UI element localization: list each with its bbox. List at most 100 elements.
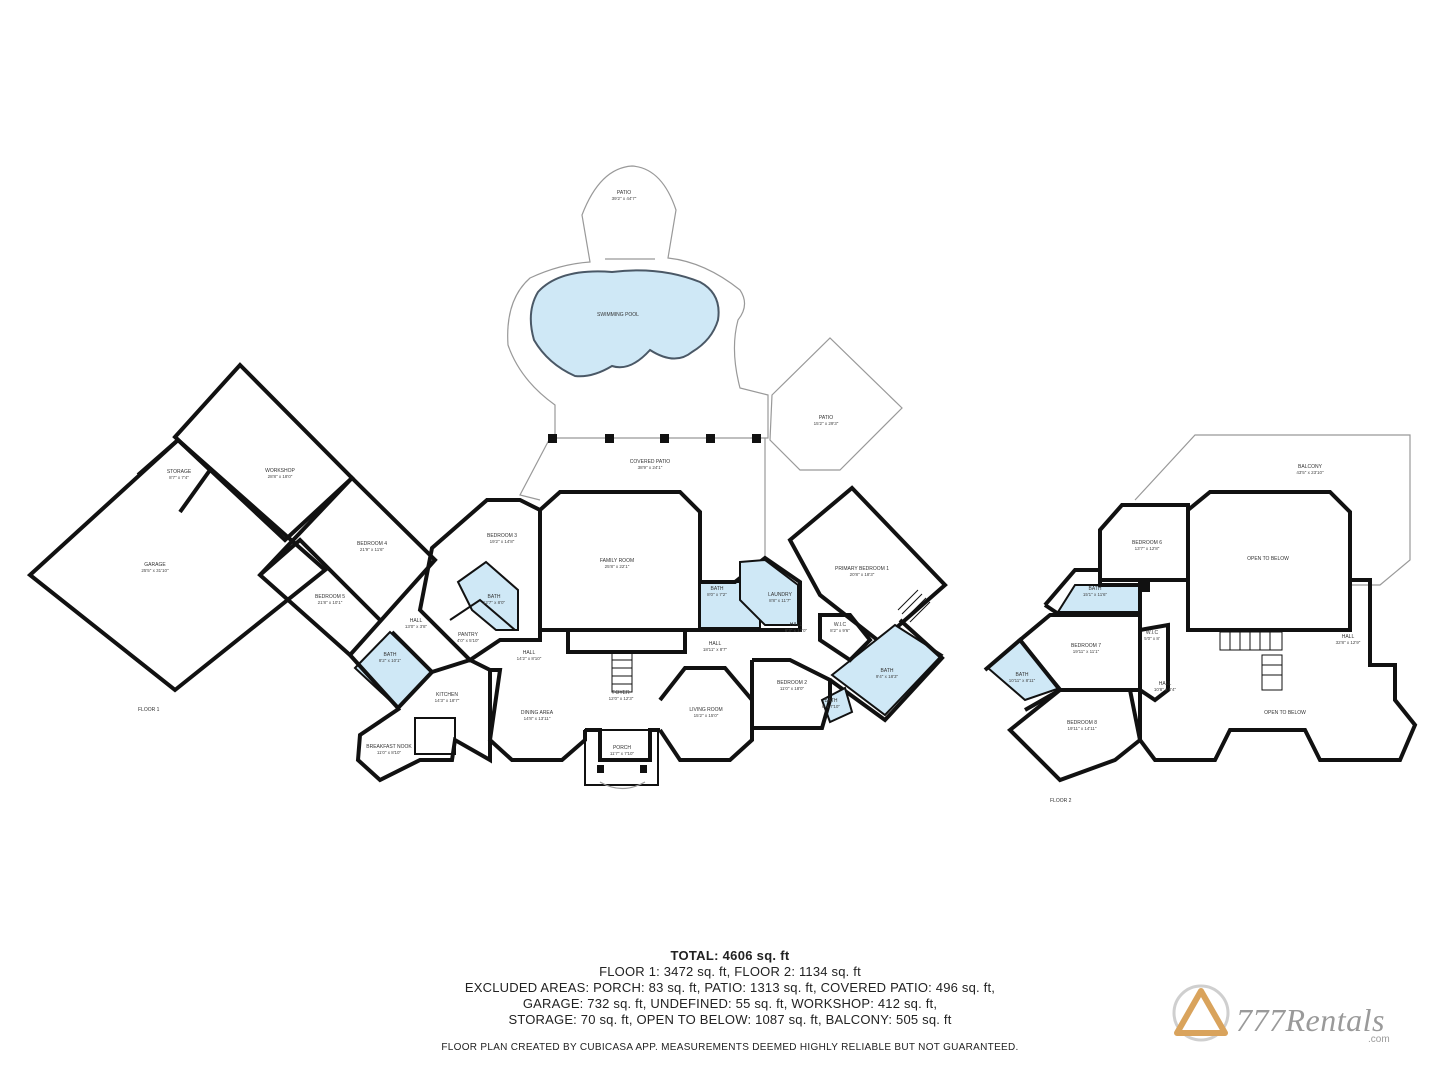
room-name: BEDROOM 7 bbox=[1071, 643, 1101, 649]
room-name: LIVING ROOM bbox=[689, 707, 722, 713]
floor2-walls bbox=[983, 434, 1418, 783]
room-name: BATH bbox=[384, 652, 397, 658]
room-dimensions: 21'8" x 10'1" bbox=[318, 600, 343, 605]
room-dimensions: 14'8" x 13'11" bbox=[524, 716, 551, 721]
brand-logo: 777Rentals .com bbox=[1170, 980, 1410, 1050]
room-name: PATIO bbox=[819, 415, 833, 421]
summary-line: GARAGE: 732 sq. ft, UNDEFINED: 55 sq. ft… bbox=[522, 996, 938, 1011]
room-dimensions: 25'5" x 31'10" bbox=[141, 568, 169, 573]
room-dimensions: 38'9" x 24'1" bbox=[638, 465, 663, 470]
room-dimensions: 8'8" x 11'7" bbox=[769, 598, 791, 603]
total-area: TOTAL: 4606 sq. ft bbox=[670, 948, 790, 963]
room-name: LAUNDRY bbox=[768, 592, 792, 598]
room-dimensions: 19'11" x 14'11" bbox=[1067, 726, 1096, 731]
room-name: BATH bbox=[488, 594, 501, 600]
room-name: HALL bbox=[523, 650, 536, 656]
room-dimensions: 5'0" x 8' bbox=[1144, 636, 1160, 641]
room-name: PANTRY bbox=[458, 632, 478, 638]
stairs-foyer bbox=[611, 651, 633, 693]
room-dimensions: 10'8" x 8'4" bbox=[1154, 687, 1177, 692]
room-dimensions: 18'11" x 8'7" bbox=[703, 647, 728, 652]
room-name: HALL bbox=[1159, 681, 1172, 687]
room-name: BATH bbox=[881, 668, 894, 674]
room-name: BEDROOM 3 bbox=[487, 533, 517, 539]
room-name: BALCONY bbox=[1298, 464, 1323, 470]
room-dimensions: 21'9" x 11'6" bbox=[360, 547, 385, 552]
stairs-floor2 bbox=[1219, 631, 1283, 691]
room-name: COVERED PATIO bbox=[630, 459, 670, 465]
floor1-walls bbox=[26, 362, 948, 790]
room-dimensions: 28'8" x 18'0" bbox=[268, 474, 293, 479]
room-name: KITCHEN bbox=[436, 692, 458, 698]
room-dimensions: 9'4" x 18'3" bbox=[876, 674, 899, 679]
room-name: HALL bbox=[410, 618, 423, 624]
patio-pool-area bbox=[507, 165, 903, 560]
room-dimensions: 15'2" x 29'3" bbox=[814, 421, 839, 426]
brand-tld: .com bbox=[1368, 1034, 1390, 1045]
room-dimensions: 11'0" x 8'10" bbox=[377, 750, 402, 755]
room-dimensions: 43'5" x 23'10" bbox=[1296, 470, 1324, 475]
room-name: BEDROOM 2 bbox=[777, 680, 807, 686]
room-name: WORKSHOP bbox=[265, 468, 295, 474]
room-dimensions: 19'2" x 14'8" bbox=[490, 539, 515, 544]
disclaimer: FLOOR PLAN CREATED BY CUBICASA APP. MEAS… bbox=[441, 1042, 1019, 1053]
room-dimensions: 13'7" x 12'8" bbox=[1135, 546, 1160, 551]
room-name: GARAGE bbox=[144, 562, 166, 568]
room-dimensions: 20'8" x 18'3" bbox=[850, 572, 875, 577]
room-dimensions: 6' x 7'10" bbox=[822, 704, 840, 709]
room-dimensions: 25'8" x 22'1" bbox=[605, 564, 630, 569]
room-dimensions: 32'8" x 12'9" bbox=[1336, 640, 1361, 645]
room-dimensions: 8'2" x 9'6" bbox=[830, 628, 850, 633]
room-name: PORCH bbox=[613, 745, 631, 751]
room-name: BATH bbox=[1089, 586, 1102, 592]
room-dimensions: 11'0" x 18'0" bbox=[780, 686, 805, 691]
room-dimensions: 6'3" x 12'0" bbox=[785, 628, 808, 633]
room-dimensions: 14'2" x 8'10" bbox=[517, 656, 542, 661]
room-name: HALL bbox=[790, 622, 803, 628]
summary-line: EXCLUDED AREAS: PORCH: 83 sq. ft, PATIO:… bbox=[464, 980, 996, 995]
room-name: BEDROOM 5 bbox=[315, 594, 345, 600]
room-name: PRIMARY BEDROOM 1 bbox=[835, 566, 889, 572]
room-dimensions: 11'7" x 7'10" bbox=[610, 751, 635, 756]
room-name: BATH bbox=[1016, 672, 1029, 678]
room-name: DINING AREA bbox=[521, 710, 554, 716]
brand-name: 777Rentals bbox=[1236, 1002, 1385, 1038]
stairs-primary bbox=[897, 589, 931, 623]
summary-line: STORAGE: 70 sq. ft, OPEN TO BELOW: 1087 … bbox=[508, 1012, 952, 1027]
room-name: STORAGE bbox=[167, 469, 192, 475]
room-name: HALL bbox=[1342, 634, 1355, 640]
room-name: BEDROOM 6 bbox=[1132, 540, 1162, 546]
room-dimensions: 8'2" x 10'1" bbox=[379, 658, 402, 663]
room-name: W.I.C bbox=[1146, 630, 1159, 636]
summary-line: FLOOR 1: 3472 sq. ft, FLOOR 2: 1134 sq. … bbox=[599, 964, 861, 979]
room-name: BATH bbox=[711, 586, 724, 592]
room-name: FAMILY ROOM bbox=[600, 558, 634, 564]
room-name: PATIO bbox=[617, 190, 631, 196]
room-dimensions: 12'0" x 12'3" bbox=[609, 696, 634, 701]
room-name: W.I.C bbox=[834, 622, 847, 628]
triangle-logo-icon bbox=[1172, 984, 1230, 1042]
swimming-pool bbox=[529, 269, 720, 378]
room-dimensions: 15'2" x 15'0" bbox=[694, 713, 719, 718]
room-dimensions: 10'11" x 8'11" bbox=[1009, 678, 1036, 683]
area-summary: TOTAL: 4606 sq. ft FLOOR 1: 3472 sq. ft,… bbox=[380, 948, 1080, 1053]
room-dimensions: 8'7" x 7'4" bbox=[169, 475, 189, 480]
room-name: SWIMMING POOL bbox=[597, 312, 639, 318]
room-name: BREAKFAST NOOK bbox=[366, 744, 412, 750]
room-dimensions: 8'0" x 7'2" bbox=[707, 592, 727, 597]
room-dimensions: 15'1" x 11'6" bbox=[1083, 592, 1108, 597]
room-dimensions: 19'11" x 11'1" bbox=[1073, 649, 1100, 654]
floor2-label: FLOOR 2 bbox=[1050, 798, 1072, 804]
room-dimensions: 13'0" x 3'8" bbox=[405, 624, 428, 629]
room-name: BATH bbox=[825, 698, 838, 704]
floor1-label: FLOOR 1 bbox=[138, 707, 160, 713]
room-dimensions: 39'2" x 44'7" bbox=[612, 196, 637, 201]
room-name: HALL bbox=[709, 641, 722, 647]
room-dimensions: 14'3" x 18'7" bbox=[435, 698, 460, 703]
room-name: FOYER bbox=[612, 690, 630, 696]
room-name: OPEN TO BELOW bbox=[1264, 710, 1306, 716]
room-name: BEDROOM 8 bbox=[1067, 720, 1097, 726]
room-name: BEDROOM 4 bbox=[357, 541, 387, 547]
